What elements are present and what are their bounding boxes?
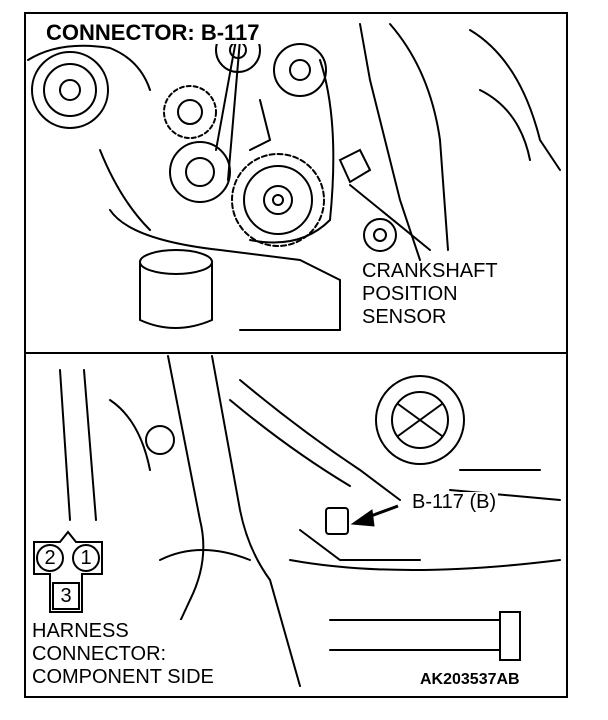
panel-divider: [24, 352, 568, 354]
connector-callout: B-117 (B): [410, 491, 499, 513]
connector-title: CONNECTOR: B-117: [42, 22, 264, 44]
pin-3: 3: [52, 582, 80, 610]
figure-code: AK203537AB: [420, 671, 520, 688]
engine-bay-drawing: [59, 355, 561, 687]
pin-2: 2: [36, 544, 64, 572]
engine-front-drawing: [27, 23, 561, 331]
crankshaft-sensor-label: CRANKSHAFT POSITION SENSOR: [362, 260, 498, 328]
harness-connector-label: HARNESS CONNECTOR: COMPONENT SIDE: [32, 620, 218, 689]
pin-1: 1: [72, 544, 100, 572]
connector-arrow: [350, 504, 399, 527]
figure-frame: [24, 12, 568, 698]
pin-diagram: [33, 530, 103, 613]
